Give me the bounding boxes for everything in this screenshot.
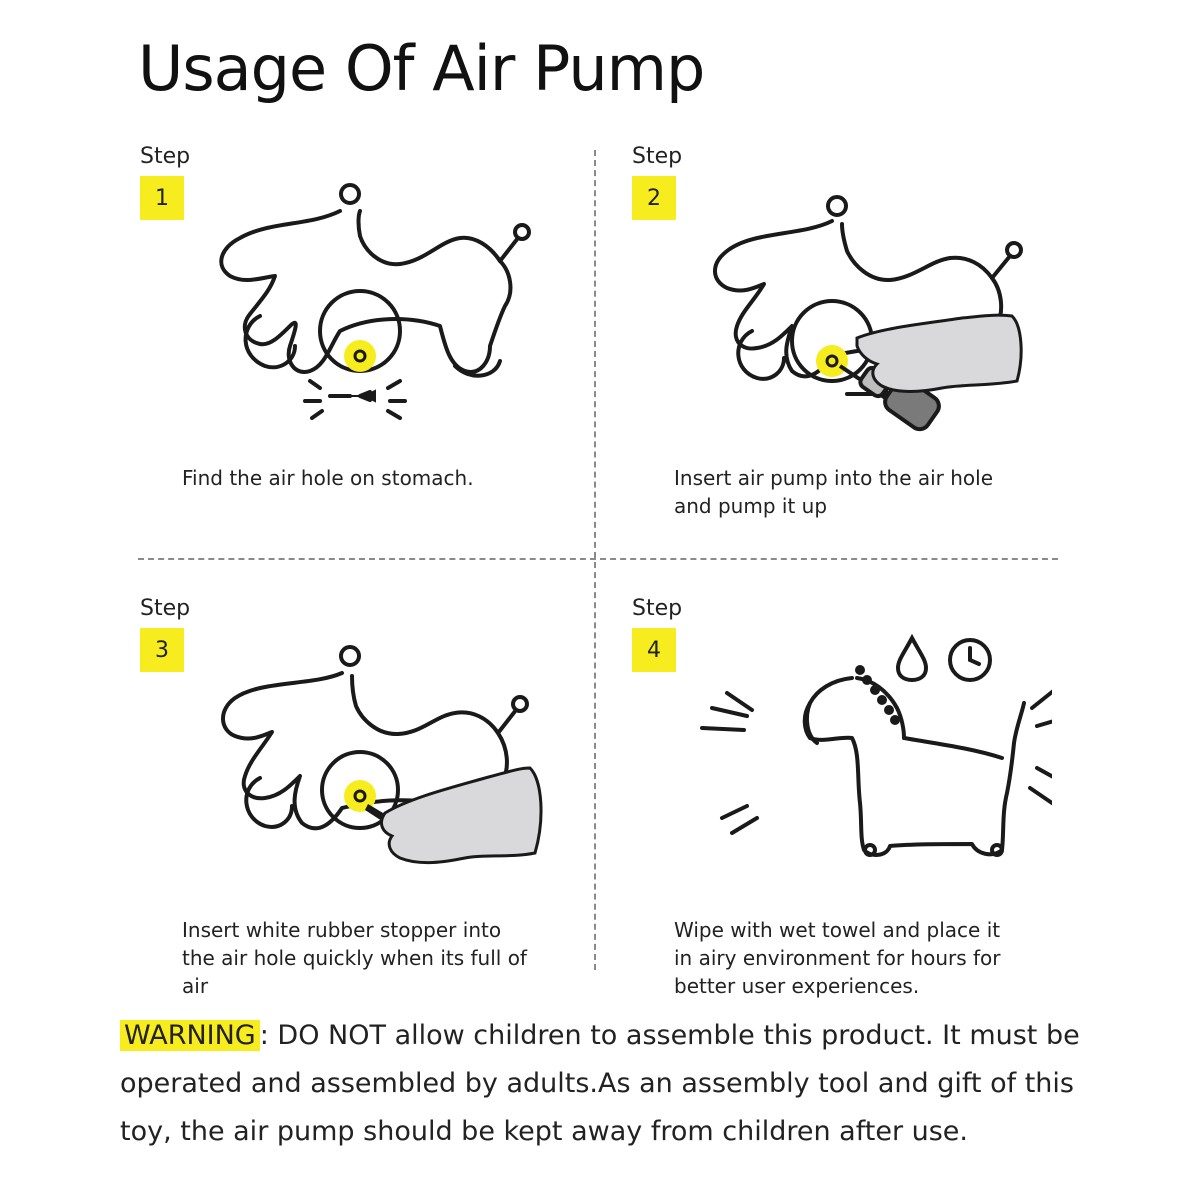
vertical-divider	[594, 150, 596, 970]
step-caption: Find the air hole on stomach.	[182, 466, 474, 490]
step-label: Step	[632, 596, 683, 621]
clock-icon	[948, 638, 992, 682]
warning-label: WARNING	[120, 1020, 260, 1051]
step-3-panel: Step 3 Insert white rubber stopper into …	[140, 598, 620, 1038]
horizontal-divider	[138, 558, 1058, 560]
step-1-panel: Step 1 Find the air hole on stomach.	[140, 146, 620, 586]
step-caption: Insert air pump into the air hole and pu…	[674, 466, 994, 518]
hand-icon	[855, 313, 1023, 393]
stopper-icon	[340, 389, 376, 403]
step-4-panel: Step 4 Wipe with wet towel and place it …	[632, 598, 1112, 1038]
step-caption: Wipe with wet towel and place it in airy…	[674, 918, 1001, 998]
step-number-badge: 1	[140, 176, 184, 220]
air-hole-icon	[344, 340, 376, 372]
water-drop-icon	[895, 633, 929, 683]
step-number-badge: 3	[140, 628, 184, 672]
step-number-badge: 4	[632, 628, 676, 672]
step-caption: Insert white rubber stopper into the air…	[182, 918, 527, 998]
step-number-badge: 2	[632, 176, 676, 220]
toy-animal-icon	[221, 645, 543, 865]
toy-animal-icon	[713, 195, 1023, 432]
warning-notice: WARNING: DO NOT allow children to assemb…	[120, 1012, 1110, 1156]
step-2-panel: Step 2 Insert air pump into the air hole…	[632, 146, 1112, 586]
air-hole-icon	[816, 345, 848, 377]
page-title: Usage Of Air Pump	[138, 32, 705, 105]
step-label: Step	[140, 596, 191, 621]
step-label: Step	[140, 144, 191, 169]
warning-text: : DO NOT allow children to assemble this…	[120, 1020, 1080, 1147]
toy-animal-icon	[219, 183, 531, 420]
step-label: Step	[632, 144, 683, 169]
hand-icon	[380, 766, 543, 865]
toy-animal-icon	[700, 633, 1052, 857]
